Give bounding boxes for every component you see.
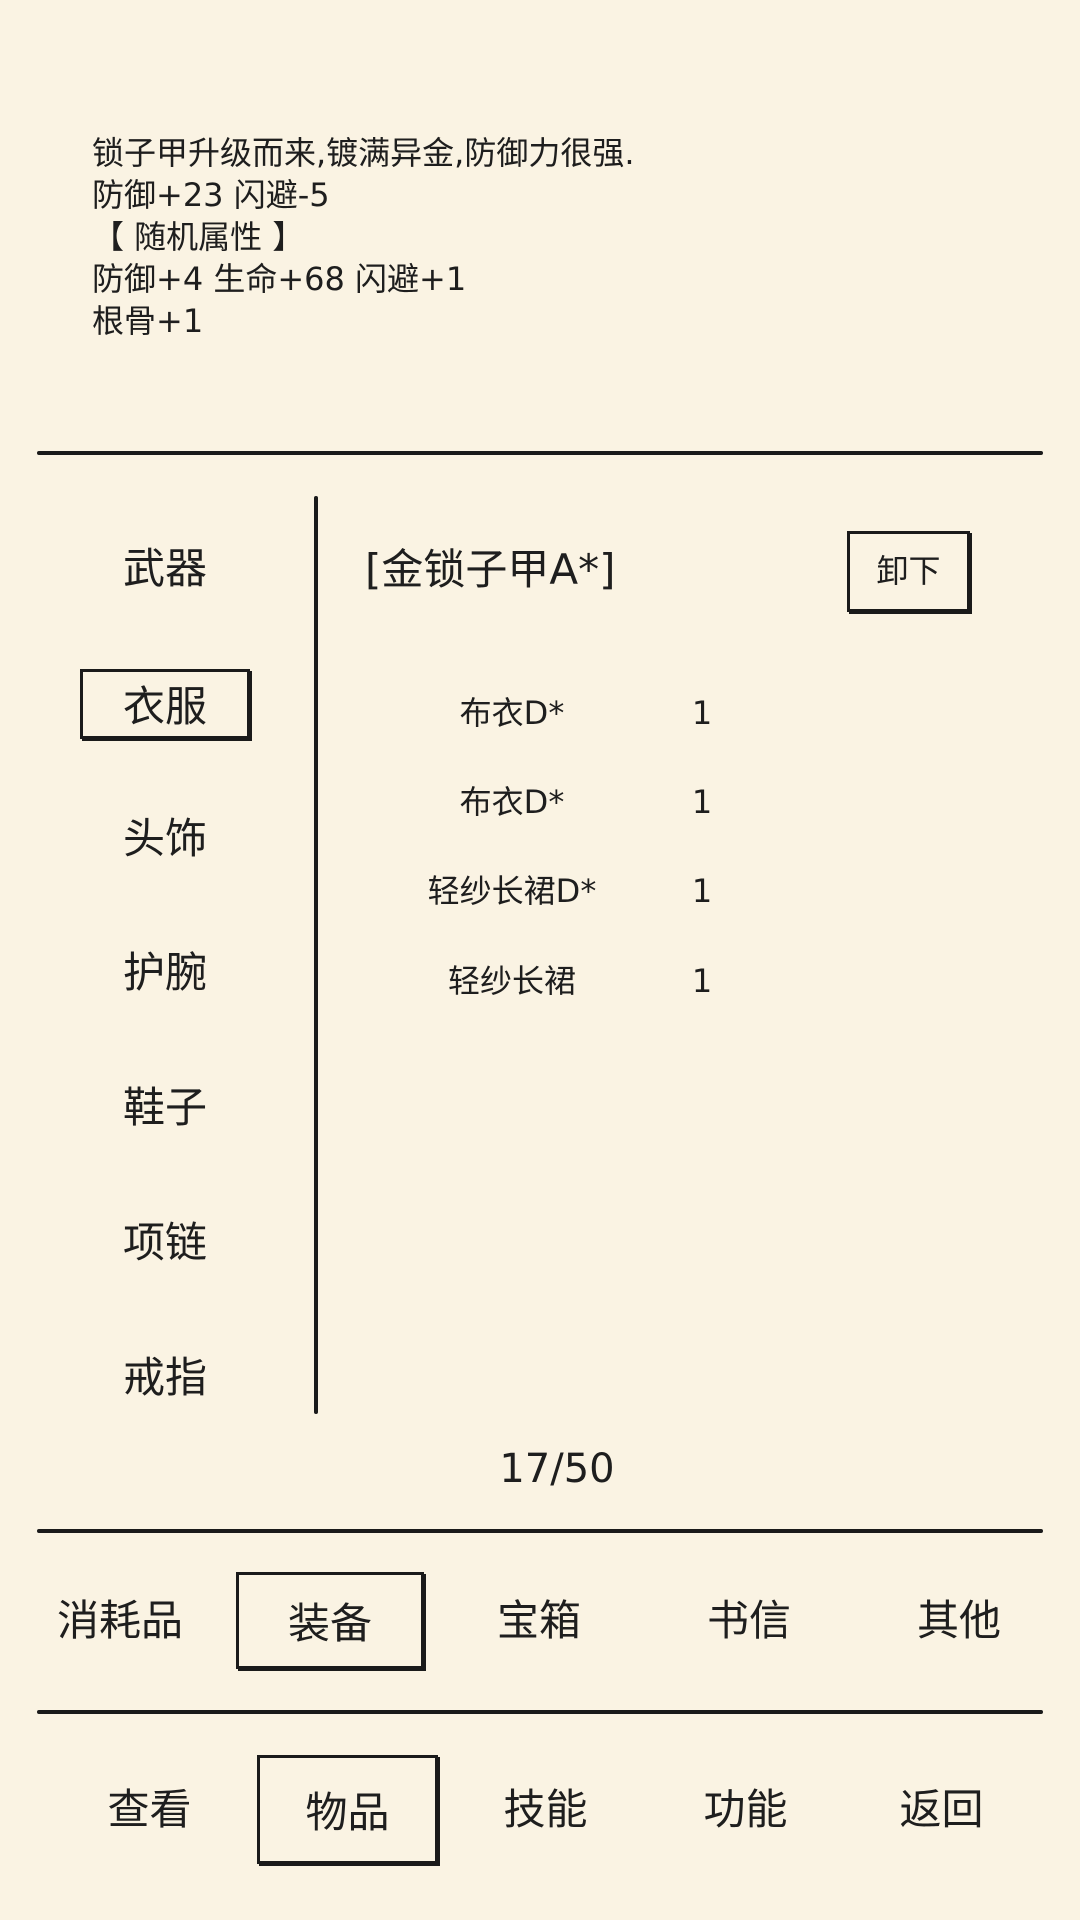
item-name: 布衣D* — [459, 694, 565, 732]
nav-view[interactable]: 查看 — [107, 1785, 192, 1834]
item-quantity: 1 — [691, 783, 713, 821]
slot-necklace[interactable]: 项链 — [122, 1218, 207, 1267]
item-quantity: 1 — [691, 962, 713, 1000]
equipped-item-name: [金锁子甲A*] — [365, 545, 616, 594]
divider — [37, 1529, 1043, 1533]
slot-headwear[interactable]: 头饰 — [122, 814, 207, 863]
description-line: 【 随机属性 】 — [92, 218, 305, 256]
unequip-button[interactable]: 卸下 — [847, 531, 970, 612]
nav-items[interactable]: 物品 — [257, 1755, 438, 1864]
description-line: 根骨+1 — [92, 302, 204, 340]
description-line: 锁子甲升级而来,镀满异金,防御力很强. — [92, 134, 635, 172]
tab-chests[interactable]: 宝箱 — [496, 1596, 581, 1645]
nav-functions[interactable]: 功能 — [703, 1785, 788, 1834]
vertical-divider — [314, 496, 318, 1414]
item-description: 锁子甲升级而来,镀满异金,防御力很强. 防御+23 闪避-5 【 随机属性 】 … — [92, 132, 635, 342]
description-line: 防御+23 闪避-5 — [92, 176, 330, 214]
divider — [37, 1710, 1043, 1714]
list-item[interactable]: 布衣D* 1 — [360, 772, 860, 832]
list-item[interactable]: 轻纱长裙 1 — [360, 951, 860, 1011]
description-line: 防御+4 生命+68 闪避+1 — [92, 260, 467, 298]
slot-clothes[interactable]: 衣服 — [80, 669, 250, 739]
slot-ring[interactable]: 戒指 — [122, 1353, 207, 1402]
nav-back[interactable]: 返回 — [899, 1785, 984, 1834]
slot-weapon[interactable]: 武器 — [122, 544, 207, 593]
tab-other[interactable]: 其他 — [916, 1596, 1001, 1645]
list-item[interactable]: 轻纱长裙D* 1 — [360, 861, 860, 921]
slot-bracer[interactable]: 护腕 — [122, 948, 207, 997]
item-quantity: 1 — [691, 694, 713, 732]
nav-skills[interactable]: 技能 — [503, 1785, 588, 1834]
capacity-counter: 17/50 — [499, 1446, 615, 1492]
tab-consumables[interactable]: 消耗品 — [56, 1596, 183, 1645]
divider — [37, 451, 1043, 455]
slot-shoes[interactable]: 鞋子 — [122, 1083, 207, 1132]
item-quantity: 1 — [691, 872, 713, 910]
tab-equipment[interactable]: 装备 — [236, 1572, 424, 1669]
list-item[interactable]: 布衣D* 1 — [360, 683, 860, 743]
item-name: 布衣D* — [459, 783, 565, 821]
tab-letters[interactable]: 书信 — [706, 1596, 791, 1645]
item-name: 轻纱长裙 — [447, 962, 576, 1000]
item-name: 轻纱长裙D* — [427, 872, 597, 910]
